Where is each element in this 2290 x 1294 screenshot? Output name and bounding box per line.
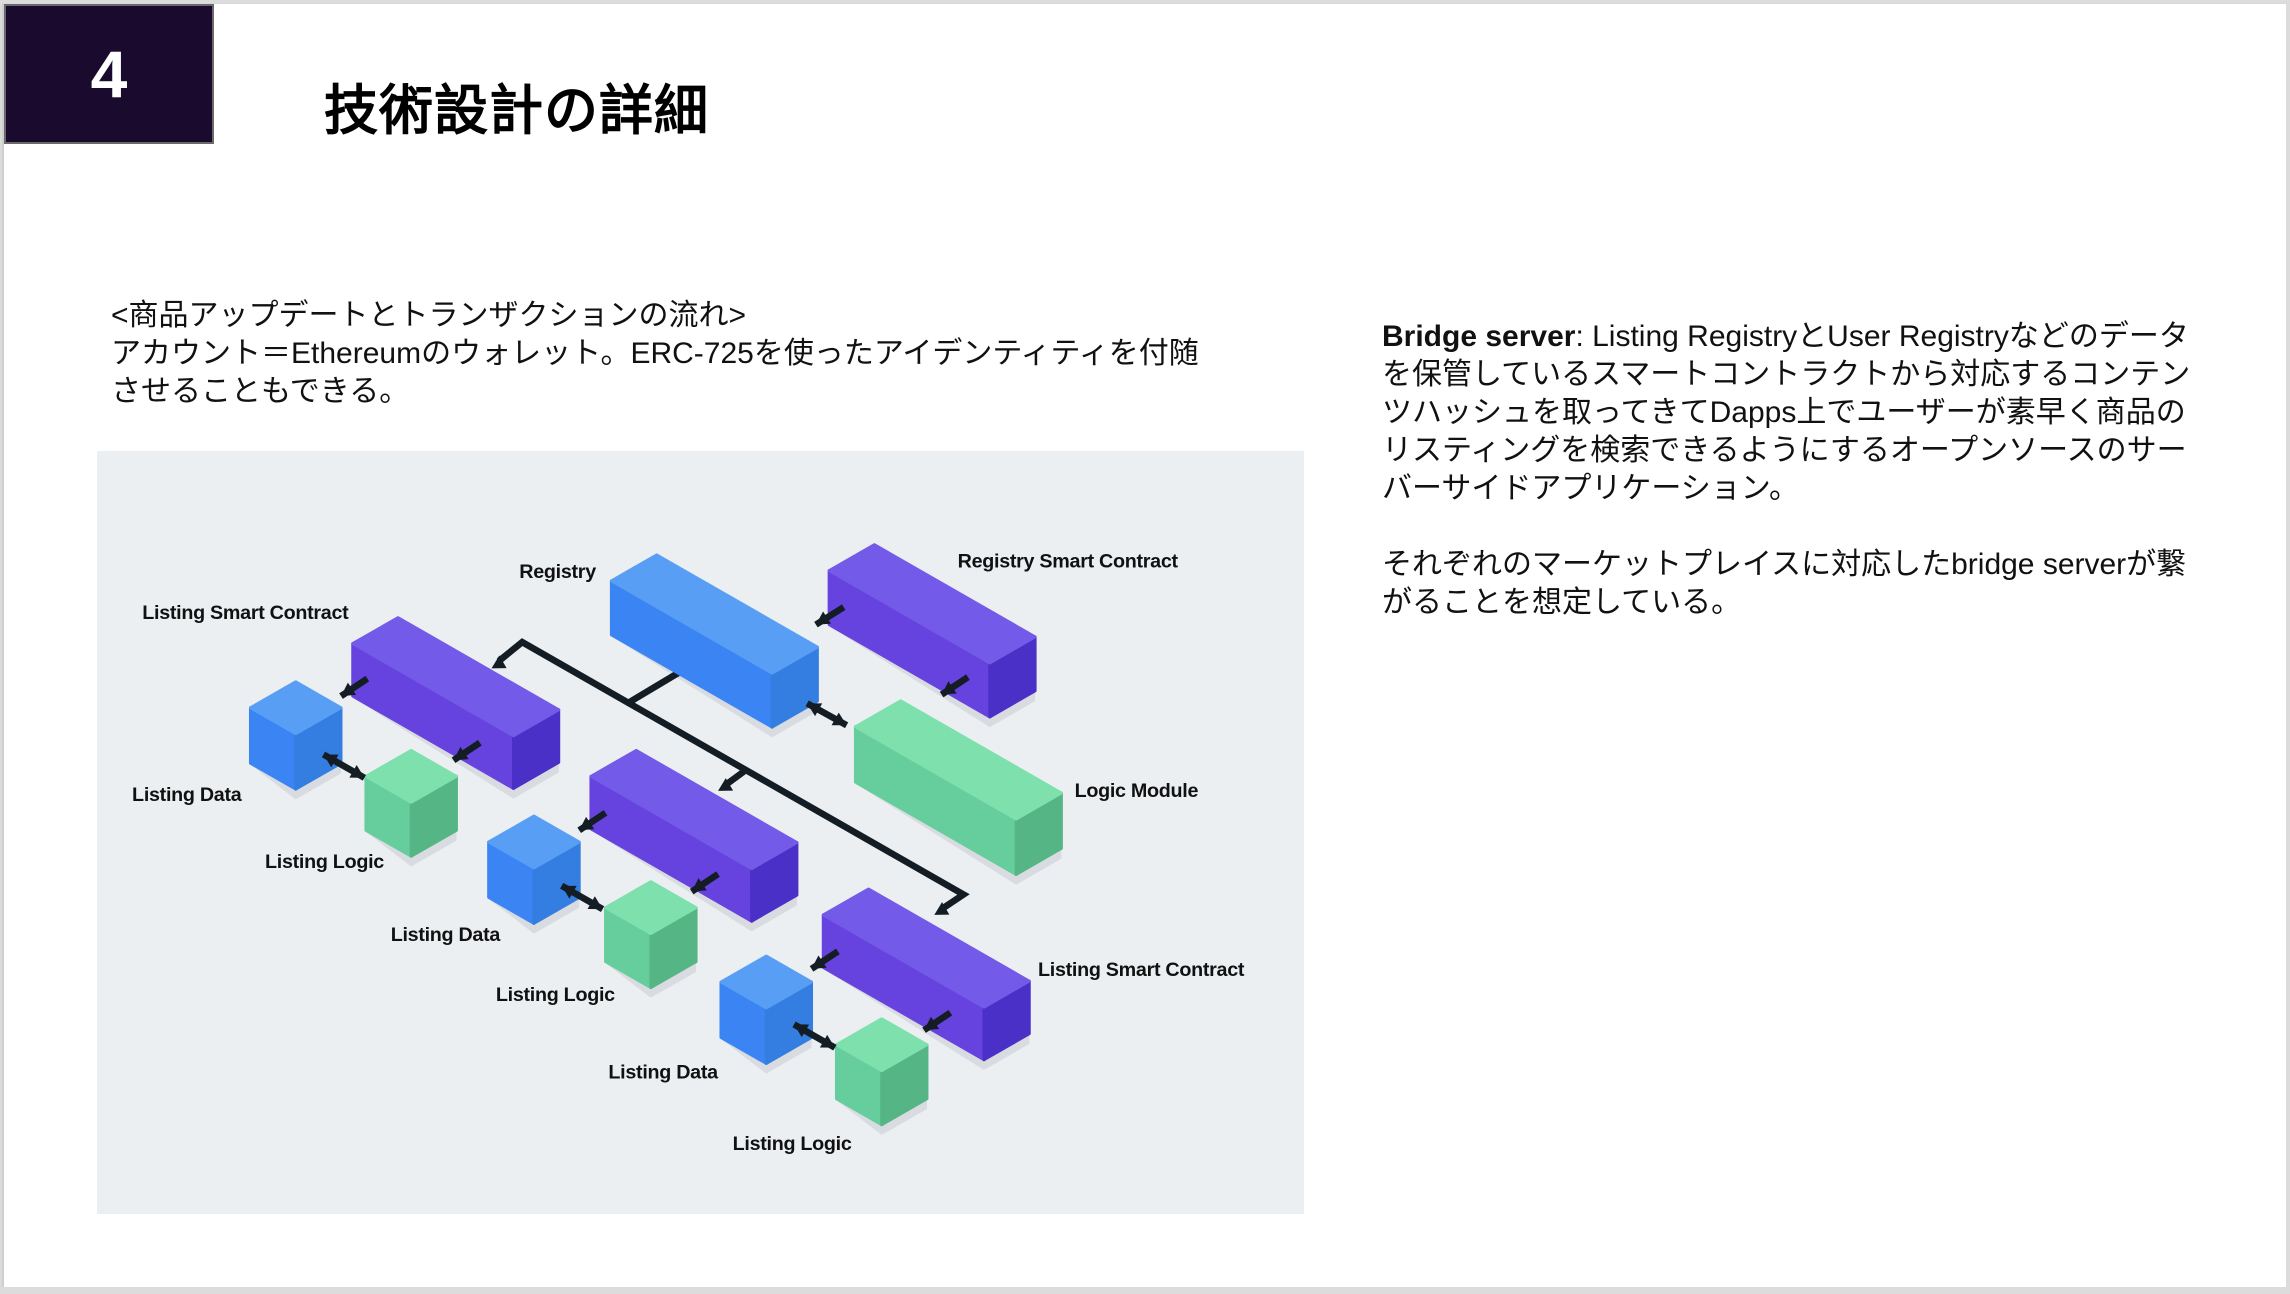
label-listing-smart-contract-1: Listing Smart Contract — [142, 602, 349, 624]
bridge-server-description: Bridge server: Listing RegistryとUser Reg… — [1382, 318, 2202, 622]
label-listing-data-3: Listing Data — [608, 1061, 719, 1083]
lsc2-to-data-arrow-head-icon — [579, 816, 595, 831]
data1-logic1-arrow-head-icon — [349, 764, 365, 778]
label-listing-logic-2: Listing Logic — [496, 984, 615, 1006]
lsc1-to-data-arrow-head-icon — [341, 682, 357, 697]
data2-logic2-arrow-head-icon — [587, 896, 603, 910]
rsc-to-logic-arrow-head-icon — [941, 681, 957, 695]
registry-box-top-face — [609, 553, 819, 675]
listing-data-2-cube-top-face — [487, 814, 581, 870]
connectors-layer — [496, 638, 970, 912]
connector-to-listing-3-arrow-icon — [934, 902, 950, 915]
label-listing-smart-contract-3: Listing Smart Contract — [1038, 959, 1245, 981]
flow-heading: <商品アップデートとトランザクションの流れ> — [111, 299, 747, 332]
slide: 4 技術設計の詳細 <商品アップデートとトランザクションの流れ> アカウント＝E… — [2, 3, 2286, 1287]
listing-smart-contract-1-box-top-face — [351, 616, 561, 738]
rsc-to-registry-arrow-head-icon — [815, 611, 831, 625]
listing-data-3-cube-top-face — [719, 954, 814, 1010]
registry-logicmodule-arrow-tail-icon — [807, 703, 823, 717]
registry-box — [609, 553, 819, 729]
lsc3-to-data-arrow-head-icon — [811, 955, 827, 969]
label-listing-data-1: Listing Data — [132, 784, 243, 806]
listing-logic-3-cube-top-face — [834, 1017, 929, 1073]
logic-module-box-top-face — [853, 699, 1063, 821]
listing-logic-2-cube-top-face — [604, 880, 698, 936]
section-number: 4 — [90, 37, 128, 111]
flow-description: <商品アップデートとトランザクションの流れ> アカウント＝Ethereumのウォ… — [111, 297, 1311, 411]
lsc3-to-logic-arrow-head-icon — [924, 1016, 940, 1031]
marketplace-paragraph: それぞれのマーケットプレイスに対応したbridge serverが繋がることを想… — [1382, 548, 2187, 619]
listing-2-branch-line — [723, 766, 750, 788]
listing-smart-contract-2-box — [589, 748, 799, 923]
listing-smart-contract-1-box — [351, 616, 561, 790]
label-listing-logic-3: Listing Logic — [733, 1133, 852, 1155]
paragraph-gap — [1382, 508, 2202, 546]
labels-layer: Registry Registry Smart Contract Listing… — [132, 551, 1245, 1155]
label-registry: Registry — [519, 561, 596, 583]
registry-branch-line — [625, 665, 688, 707]
registry-smart-contract-box — [827, 543, 1037, 719]
listing-smart-contract-3-box-top-face — [821, 887, 1031, 1009]
listing-logic-3-cube — [834, 1017, 929, 1127]
listing-logic-1-cube-top-face — [364, 748, 458, 804]
lsc2-to-logic-arrow-head-icon — [691, 878, 707, 892]
registry-smart-contract-box-top-face — [827, 543, 1037, 665]
bridge-server-term: Bridge server — [1382, 320, 1576, 353]
bridge-server-paragraph: Bridge server: Listing RegistryとUser Reg… — [1382, 318, 2202, 508]
page-title: 技術設計の詳細 — [324, 79, 709, 142]
listing-data-3-cube — [719, 954, 814, 1065]
label-listing-data-2: Listing Data — [391, 924, 502, 946]
architecture-diagram: Registry Registry Smart Contract Listing… — [97, 451, 1304, 1214]
connector-to-listing-1-arrow-icon — [491, 655, 507, 669]
data2-logic2-arrow-tail-icon — [561, 885, 577, 899]
data3-logic3-arrow-head-icon — [819, 1034, 835, 1048]
connector-to-listing-2-arrow-icon — [718, 778, 734, 791]
data3-logic3-arrow-tail-icon — [794, 1024, 810, 1038]
listing-logic-1-cube — [364, 748, 458, 858]
section-number-badge: 4 — [4, 4, 214, 144]
listing-data-1-cube-top-face — [248, 680, 343, 736]
lsc1-to-logic-arrow-head-icon — [453, 746, 469, 761]
data1-logic1-arrow-tail-icon — [323, 754, 339, 768]
listing-smart-contract-2-box-top-face — [589, 748, 799, 871]
bridge-server-text: : Listing RegistryとUser Registryなどのデータを保… — [1382, 320, 2191, 505]
flow-line-3: させることもできる。 — [111, 375, 410, 408]
listing-smart-contract-3-box — [821, 887, 1031, 1062]
diagram-canvas: Registry Registry Smart Contract Listing… — [132, 543, 1245, 1155]
registry-logicmodule-arrow-head-icon — [831, 712, 847, 726]
boxes-layer — [248, 543, 1063, 1127]
flow-line-2: アカウント＝Ethereumのウォレット。ERC-725を使ったアイデンティティ… — [111, 337, 1199, 370]
listing-logic-2-cube — [604, 880, 698, 990]
label-registry-smart-contract: Registry Smart Contract — [958, 551, 1179, 573]
label-logic-module: Logic Module — [1075, 780, 1199, 802]
listing-data-1-cube — [248, 680, 343, 791]
logic-module-box — [853, 699, 1063, 876]
arrows-layer — [321, 604, 970, 1051]
label-listing-logic-1: Listing Logic — [265, 851, 384, 873]
